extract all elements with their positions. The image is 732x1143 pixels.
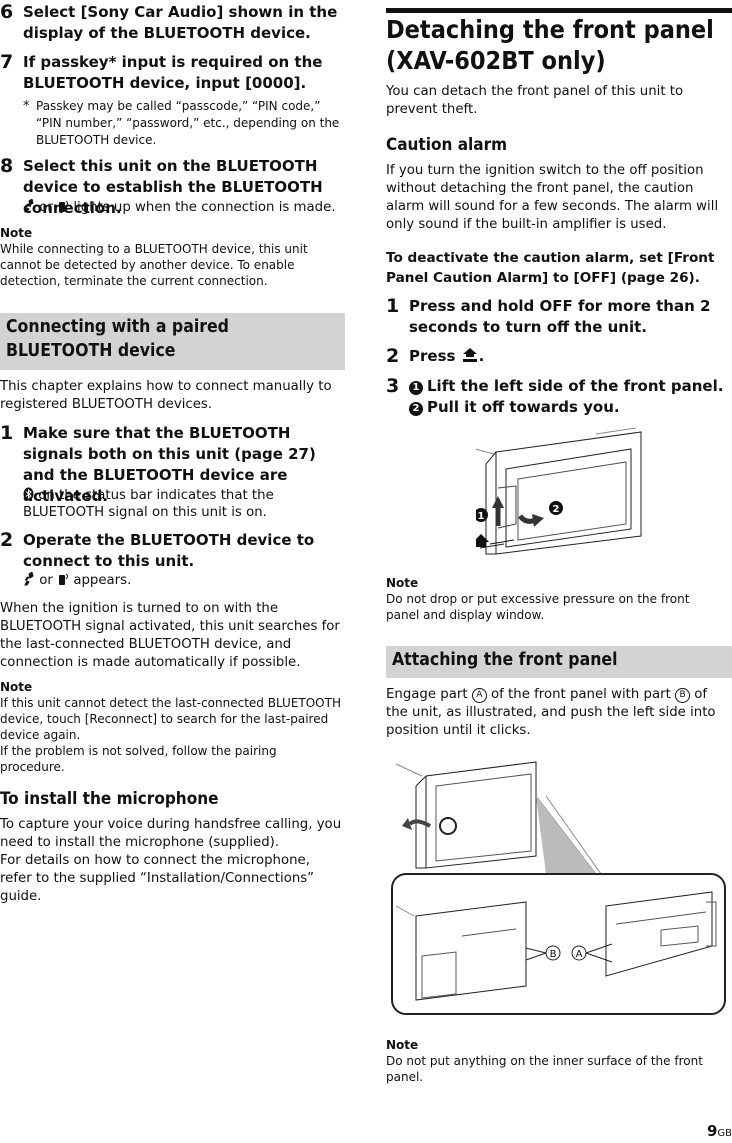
release-button-callout-icon <box>473 534 489 547</box>
page-number: 9GB <box>706 1122 732 1140</box>
part-a-marker: A <box>471 688 487 703</box>
audio-stream-phone-icon <box>59 200 69 212</box>
caution-heading: Caution alarm <box>386 135 508 155</box>
detach-note: Note Do not drop or put excessive pressu… <box>386 576 690 622</box>
handsfree-phone-icon <box>24 572 34 586</box>
figure-label-2: 2 <box>553 504 560 515</box>
handsfree-phone-icon <box>24 199 34 213</box>
figure-part-b: B <box>550 949 557 960</box>
step-marker-1: 1 <box>409 381 423 395</box>
passkey-footnote: * Passkey may be called “passcode,” “PIN… <box>23 99 340 147</box>
step-8-detail: or lights up when the connection is made… <box>23 199 349 216</box>
detail-callout-box <box>391 873 726 1015</box>
page-title: Detaching the front panel (XAV-602BT onl… <box>386 15 714 75</box>
step-2-detail: or appears. <box>23 572 339 589</box>
step-marker-2: 2 <box>409 402 423 416</box>
mic-heading: To install the microphone <box>0 789 219 809</box>
section-heading-attach: Attaching the front panel <box>386 646 732 678</box>
deactivate-instruction: To deactivate the caution alarm, set [Fr… <box>386 250 715 286</box>
mic-text: To capture your voice during handsfree c… <box>0 817 342 904</box>
figure-part-a: A <box>576 949 583 960</box>
note-1: Note While connecting to a BLUETOOTH dev… <box>0 226 308 288</box>
part-b-marker: B <box>675 688 691 703</box>
step-1-detail: on the status bar indicates that the BLU… <box>23 487 274 520</box>
detach-figure: 1 2 <box>455 424 651 564</box>
zoom-wedge <box>536 796 596 874</box>
bluetooth-icon <box>23 487 34 501</box>
detach-intro: You can detach the front panel of this u… <box>386 84 684 117</box>
attach-text: Engage part A of the front panel with pa… <box>386 687 716 738</box>
detach-illustration: 1 2 <box>455 427 642 555</box>
audio-stream-phone-icon <box>59 573 69 585</box>
attach-note: Note Do not put anything on the inner su… <box>386 1038 703 1084</box>
title-rule <box>386 8 732 13</box>
paired-intro: This chapter explains how to connect man… <box>0 379 332 412</box>
note-2: Note If this unit cannot detect the last… <box>0 680 341 774</box>
release-button-icon <box>462 348 477 362</box>
attach-illustration: B A <box>391 761 726 1015</box>
figure-label-1: 1 <box>478 511 485 522</box>
attach-figure: B A <box>386 756 730 1018</box>
section-heading-paired: Connecting with a paired BLUETOOTH devic… <box>0 313 345 370</box>
caution-text: If you turn the ignition switch to the o… <box>386 163 719 232</box>
ignition-paragraph: When the ignition is turned to on with t… <box>0 601 340 670</box>
